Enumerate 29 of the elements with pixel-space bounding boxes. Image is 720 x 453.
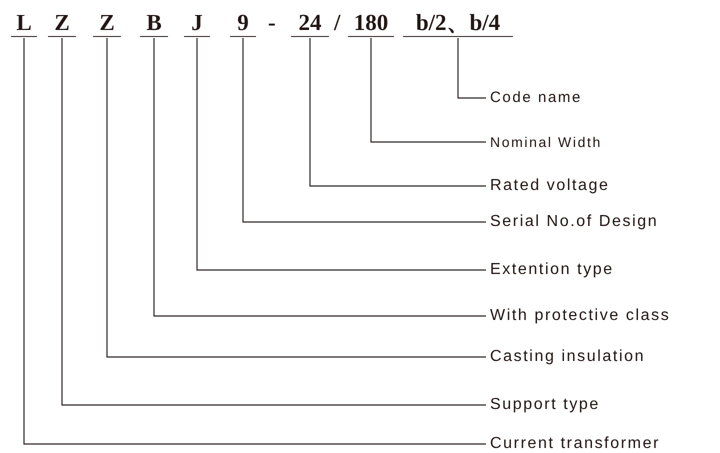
description-text: Extention type xyxy=(490,260,614,280)
leader-line xyxy=(457,38,486,99)
leader-line xyxy=(309,38,486,187)
description-text: Current transformer xyxy=(490,434,660,453)
leader-line xyxy=(61,38,486,406)
code-letter: 9 xyxy=(230,10,256,37)
description-text: Code name xyxy=(490,88,582,108)
code-letter: Z xyxy=(93,10,121,37)
code-separator: / xyxy=(334,10,340,36)
leader-line xyxy=(370,38,486,143)
description-text: Rated voltage xyxy=(490,176,610,196)
code-letter: 180 xyxy=(348,10,394,37)
code-letter: b/2、b/4 xyxy=(403,10,513,37)
description-text: With protective class xyxy=(490,306,670,326)
leader-line xyxy=(242,38,486,223)
code-letter: J xyxy=(184,10,210,37)
leader-line xyxy=(153,38,486,317)
leader-line xyxy=(23,38,486,445)
code-letter: L xyxy=(11,10,37,37)
description-text: Support type xyxy=(490,395,600,415)
code-separator: - xyxy=(268,10,276,36)
description-text: Serial No.of Design xyxy=(490,212,658,232)
description-text: Nominal Width xyxy=(490,132,602,152)
code-letter: B xyxy=(140,10,168,37)
code-letter: Z xyxy=(48,10,76,37)
leader-line xyxy=(196,38,486,271)
description-text: Casting insulation xyxy=(490,347,646,367)
leader-line xyxy=(106,38,486,358)
code-letter: 24 xyxy=(291,10,329,37)
